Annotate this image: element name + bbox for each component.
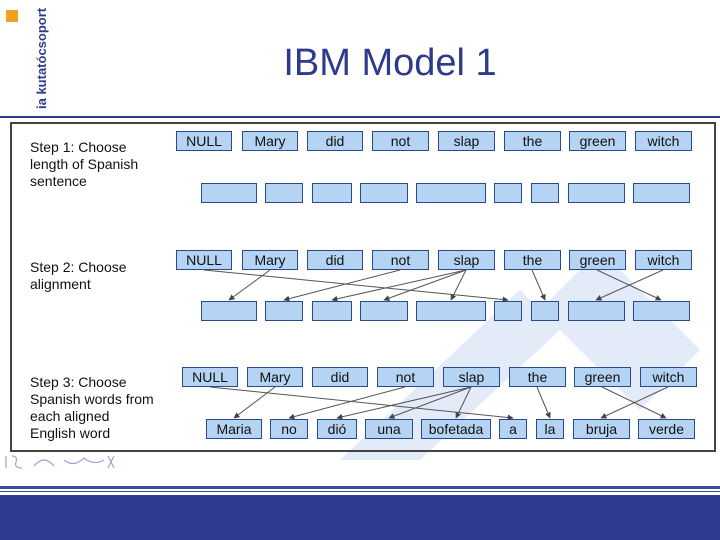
empty-spanish-slot <box>416 183 486 203</box>
english-word-box: slap <box>443 367 500 387</box>
english-word-box: slap <box>438 131 495 151</box>
english-word-box: the <box>509 367 566 387</box>
english-word-box: witch <box>635 250 692 270</box>
empty-spanish-slot <box>494 301 522 321</box>
english-word-box: did <box>307 250 363 270</box>
english-word-box: not <box>372 131 429 151</box>
empty-spanish-slot <box>531 183 559 203</box>
step-3-label: Step 3: Choose Spanish words from each a… <box>30 374 154 441</box>
english-word-box: slap <box>438 250 495 270</box>
step-2-label: Step 2: Choose alignment <box>30 259 127 292</box>
english-word-box: the <box>504 250 561 270</box>
footer-rule-thin <box>0 491 720 492</box>
spanish-word-box: la <box>536 419 564 439</box>
footer-rule <box>0 486 720 489</box>
empty-spanish-slot <box>633 301 690 321</box>
english-word-box: did <box>307 131 363 151</box>
spanish-word-box: a <box>499 419 527 439</box>
empty-spanish-slot <box>568 183 625 203</box>
spanish-word-box: no <box>270 419 308 439</box>
english-word-box: Mary <box>247 367 303 387</box>
empty-spanish-slot <box>568 301 625 321</box>
slide-title: IBM Model 1 <box>283 42 497 84</box>
english-word-box: the <box>504 131 561 151</box>
english-word-box: NULL <box>182 367 238 387</box>
empty-spanish-slot <box>201 183 257 203</box>
diagram-panel <box>10 122 716 452</box>
empty-spanish-slot <box>531 301 559 321</box>
english-word-box: green <box>569 131 626 151</box>
spanish-word-box: bruja <box>573 419 630 439</box>
empty-spanish-slot <box>265 301 303 321</box>
empty-spanish-slot <box>265 183 303 203</box>
spanish-word-box: una <box>365 419 413 439</box>
title-divider <box>0 116 720 118</box>
decorative-script <box>5 455 115 469</box>
empty-spanish-slot <box>360 301 408 321</box>
spanish-word-box: Maria <box>206 419 262 439</box>
english-word-box: NULL <box>176 250 232 270</box>
logo-square <box>6 10 18 22</box>
english-word-box: not <box>372 250 429 270</box>
english-word-box: Mary <box>242 250 298 270</box>
english-word-box: NULL <box>176 131 232 151</box>
step-1-label: Step 1: Choose length of Spanish sentenc… <box>30 139 139 189</box>
spanish-word-box: bofetada <box>421 419 491 439</box>
empty-spanish-slot <box>360 183 408 203</box>
english-word-box: not <box>377 367 434 387</box>
english-word-box: witch <box>640 367 697 387</box>
english-word-box: green <box>574 367 631 387</box>
empty-spanish-slot <box>201 301 257 321</box>
english-word-box: witch <box>635 131 692 151</box>
empty-spanish-slot <box>312 301 352 321</box>
empty-spanish-slot <box>633 183 690 203</box>
spanish-word-box: verde <box>638 419 695 439</box>
english-word-box: Mary <box>242 131 298 151</box>
empty-spanish-slot <box>494 183 522 203</box>
footer-band <box>0 495 720 540</box>
empty-spanish-slot <box>312 183 352 203</box>
english-word-box: green <box>569 250 626 270</box>
empty-spanish-slot <box>416 301 486 321</box>
english-word-box: did <box>312 367 368 387</box>
spanish-word-box: dió <box>317 419 357 439</box>
